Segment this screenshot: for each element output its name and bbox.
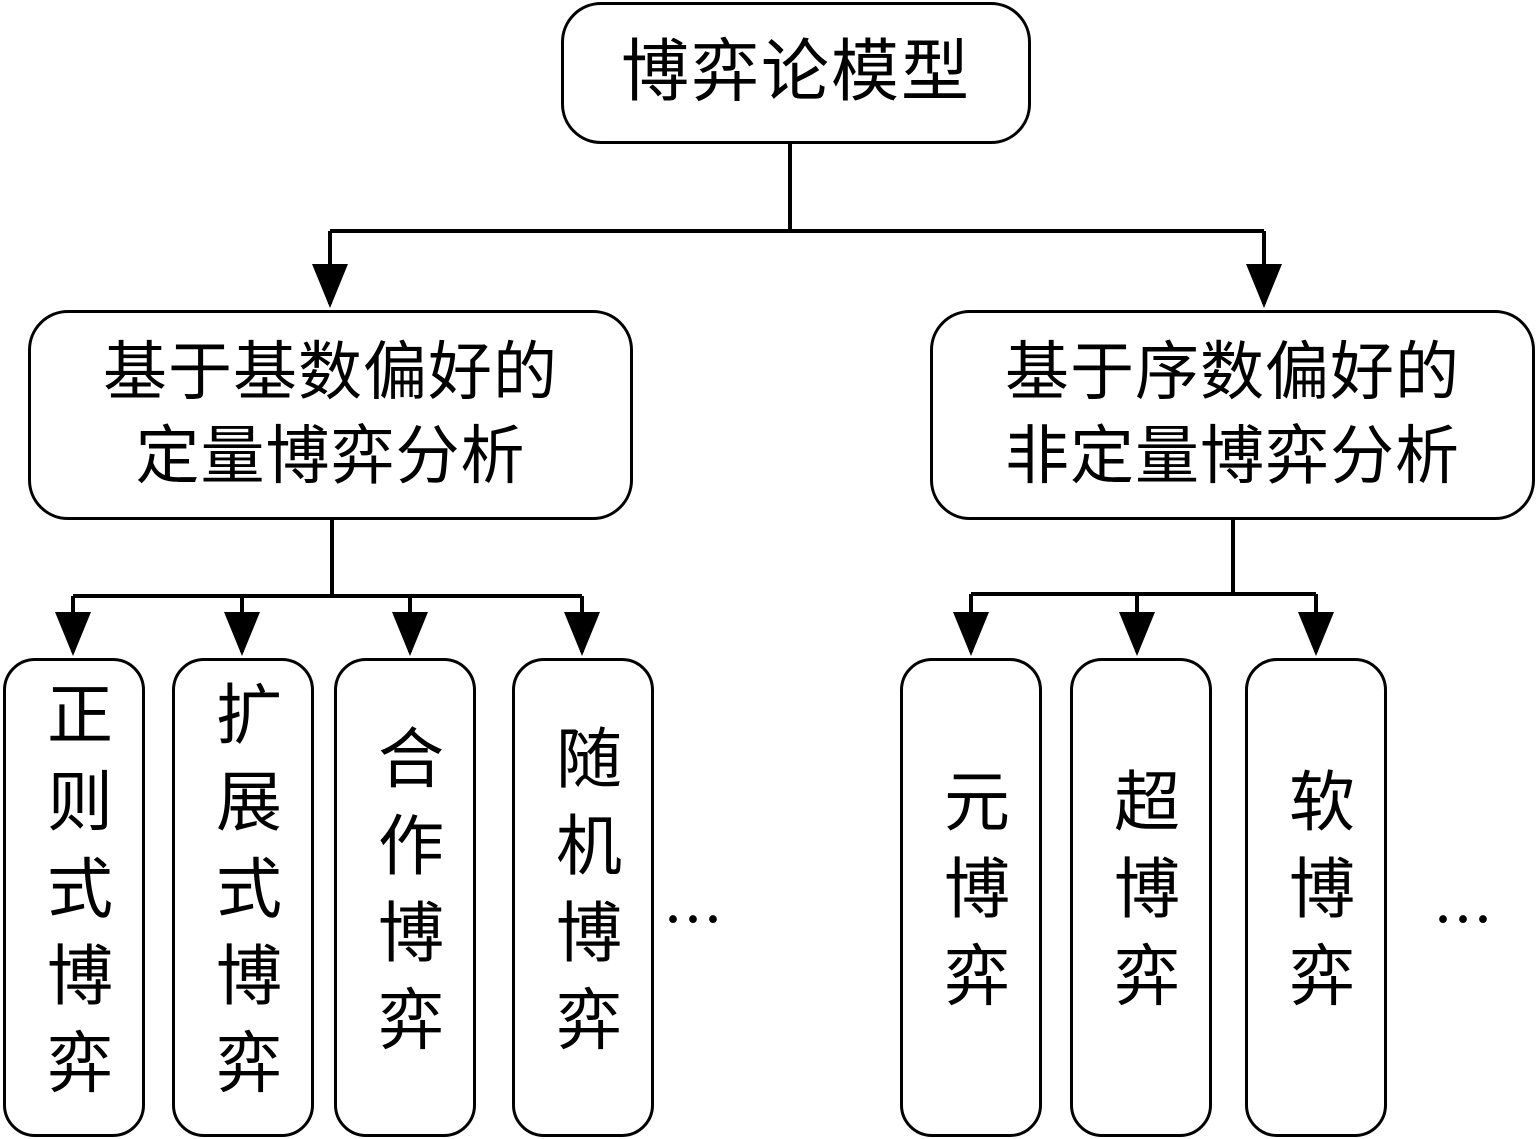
left-branch-label: 基于基数偏好的 定量博弈分析 — [103, 335, 558, 494]
leaf-node-soft-game: 软博弈 — [1245, 658, 1387, 1137]
leaf-label-metagame: 元博弈 — [933, 767, 1010, 1028]
leaf-node-metagame: 元博弈 — [900, 658, 1042, 1137]
leaf-label-normal-form: 正则式博弈 — [36, 680, 113, 1115]
leaf-node-stochastic: 随机博弈 — [512, 658, 654, 1137]
root-node-label: 博弈论模型 — [620, 33, 971, 113]
leaf-label-hypergame: 超博弈 — [1103, 767, 1180, 1028]
leaf-node-normal-form: 正则式博弈 — [3, 658, 145, 1137]
root-node: 博弈论模型 — [561, 2, 1031, 144]
leaf-node-hypergame: 超博弈 — [1070, 658, 1212, 1137]
leaf-label-cooperative: 合作博弈 — [367, 723, 444, 1072]
right-more-ellipsis: … — [1433, 867, 1495, 937]
leaf-node-cooperative: 合作博弈 — [334, 658, 476, 1137]
left-branch-node: 基于基数偏好的 定量博弈分析 — [28, 310, 633, 520]
right-branch-label: 基于序数偏好的 非定量博弈分析 — [1005, 335, 1460, 494]
leaf-label-soft-game: 软博弈 — [1278, 767, 1355, 1028]
right-branch-node: 基于序数偏好的 非定量博弈分析 — [930, 310, 1535, 520]
left-more-ellipsis: … — [663, 867, 725, 937]
leaf-node-extensive-form: 扩展式博弈 — [172, 658, 314, 1137]
leaf-label-extensive-form: 扩展式博弈 — [205, 680, 282, 1115]
leaf-label-stochastic: 随机博弈 — [545, 723, 622, 1072]
